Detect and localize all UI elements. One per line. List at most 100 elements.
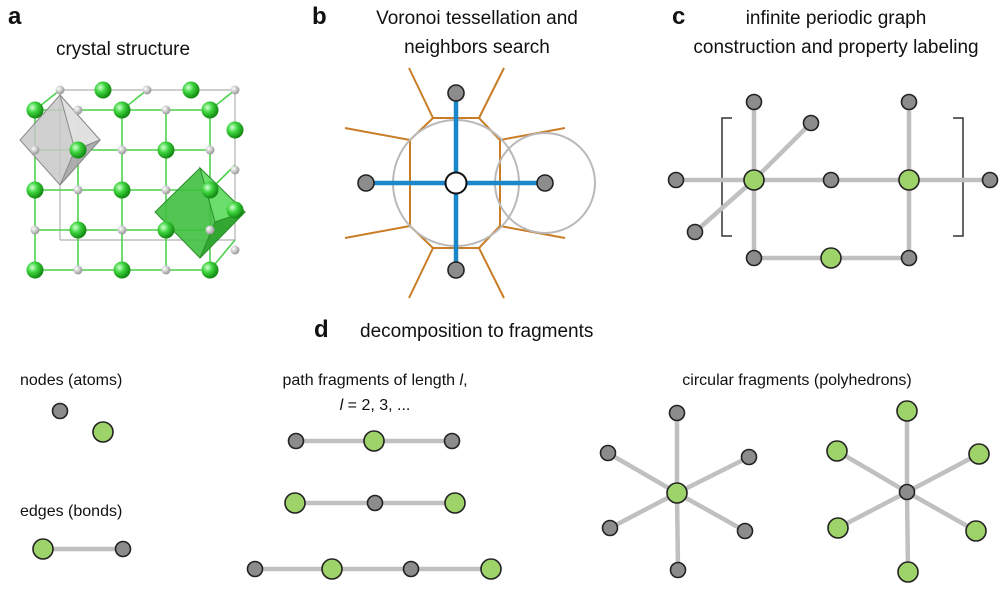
- graph-node-green: [820, 247, 842, 269]
- panel-c-title-line1: infinite periodic graph: [746, 8, 927, 29]
- path-fragment-length-2-a: [287, 430, 461, 452]
- path-caption-line2-l: l: [340, 397, 344, 414]
- crystal-gray-atom: [55, 85, 65, 95]
- neighbor-atom-top: [447, 84, 465, 102]
- crystal-gray-atom: [205, 145, 215, 155]
- panel-d-letter: d: [314, 316, 329, 343]
- panel-c-title-line2: construction and property labeling: [693, 37, 978, 58]
- path-node-green: [363, 430, 385, 452]
- voronoi-diagram: [344, 67, 596, 299]
- legend-edge-green-node: [32, 538, 54, 560]
- crystal-gray-atom: [142, 85, 152, 95]
- neighbor-atom-bottom: [447, 261, 465, 279]
- crystal-gray-atom: [117, 145, 127, 155]
- panel-a-letter: a: [8, 3, 22, 30]
- crystal-green-atom: [69, 141, 87, 159]
- path-node-green: [284, 492, 306, 514]
- crystal-green-atom: [26, 261, 44, 279]
- crystal-gray-atom: [73, 185, 83, 195]
- polyhedron-node: [668, 404, 686, 422]
- polyhedron-node-green: [897, 561, 919, 583]
- crystal-gray-atom: [73, 105, 83, 115]
- path-fragments: path fragments of length l, l = 2, 3, ..…: [246, 372, 502, 580]
- crystal-gray-atom: [161, 105, 171, 115]
- path-caption-line2-rest: = 2, 3, ...: [343, 397, 410, 414]
- crystal-green-atom: [26, 101, 44, 119]
- polyhedron-node-green: [827, 517, 849, 539]
- panel-b-title-line2: neighbors search: [404, 37, 550, 58]
- crystal-gray-atom: [230, 245, 240, 255]
- circular-caption: circular fragments (polyhedrons): [682, 372, 911, 389]
- polyhedron-node: [740, 448, 758, 466]
- circular-fragments: circular fragments (polyhedrons): [599, 372, 990, 583]
- legend-green-node: [92, 421, 114, 443]
- path-node: [402, 560, 420, 578]
- crystal-green-atom: [201, 181, 219, 199]
- left-bracket: [721, 117, 732, 237]
- crystal-gray-atom: [117, 225, 127, 235]
- polyhedron-node: [736, 522, 754, 540]
- crystal-green-atom: [69, 221, 87, 239]
- polyhedron-fragment-gray-center: [826, 400, 990, 583]
- path-caption-l: l: [460, 372, 464, 389]
- polyhedron-node-green: [968, 443, 990, 465]
- crystal-gray-atom: [73, 265, 83, 275]
- crystal-gray-atom: [161, 265, 171, 275]
- graph-node: [981, 171, 999, 189]
- graph-node: [802, 114, 820, 132]
- graph-node: [900, 93, 918, 111]
- crystal-green-atom: [226, 121, 244, 139]
- voronoi-edges: [344, 67, 566, 299]
- crystal-gray-atom: [30, 145, 40, 155]
- crystal-green-atom: [113, 181, 131, 199]
- polyhedron-node-green: [896, 400, 918, 422]
- crystal-green-atom: [201, 101, 219, 119]
- periodic-graph: [667, 93, 999, 269]
- polyhedron-center-green: [666, 482, 688, 504]
- path-node-green: [480, 558, 502, 580]
- neighbor-atom-left: [357, 174, 375, 192]
- crystal-green-atom: [26, 181, 44, 199]
- crystal-green-atoms: [26, 81, 244, 279]
- graph-node: [667, 171, 685, 189]
- gray-octahedron: [19, 94, 101, 186]
- graph-node: [745, 249, 763, 267]
- graph-node: [822, 171, 840, 189]
- crystal-gray-atoms: [30, 85, 240, 275]
- crystal-gray-atom: [30, 225, 40, 235]
- polyhedron-node: [669, 561, 687, 579]
- crystal-gray-atom: [230, 85, 240, 95]
- crystal-green-atom: [157, 221, 175, 239]
- neighbor-atom-right: [536, 174, 554, 192]
- panel-b: b Voronoi tessellation and neighbors sea…: [312, 3, 596, 299]
- path-node: [366, 494, 384, 512]
- panel-b-title-line1: Voronoi tessellation and: [376, 8, 578, 29]
- crystal-green-atom: [226, 201, 244, 219]
- path-node-green: [321, 558, 343, 580]
- crystal-green-atom: [201, 261, 219, 279]
- graph-nodes: [667, 93, 999, 269]
- panel-c: c infinite periodic graph construction a…: [667, 3, 999, 269]
- polyhedron-node: [601, 519, 619, 537]
- crystal-green-atom: [113, 261, 131, 279]
- legend-gray-node: [51, 402, 69, 420]
- path-node: [443, 432, 461, 450]
- edges-legend: edges (bonds): [20, 503, 132, 560]
- path-caption-comma: ,: [463, 372, 467, 389]
- crystal-gray-atom: [205, 225, 215, 235]
- graph-node: [745, 93, 763, 111]
- panel-a: a crystal structure: [8, 3, 246, 279]
- panel-c-letter: c: [672, 3, 685, 30]
- panel-a-title: crystal structure: [56, 39, 190, 60]
- panel-d-title: decomposition to fragments: [360, 321, 593, 342]
- central-atom: [444, 171, 468, 195]
- graph-node-green: [743, 169, 765, 191]
- graph-node: [900, 249, 918, 267]
- polyhedron-center-gray: [898, 483, 916, 501]
- crystal-green-atom: [157, 141, 175, 159]
- nodes-legend: nodes (atoms): [20, 372, 122, 443]
- graph-node-green: [898, 169, 920, 191]
- path-caption-line2: l = 2, 3, ...: [340, 397, 411, 414]
- nodes-caption: nodes (atoms): [20, 372, 122, 389]
- crystal-green-atom: [113, 101, 131, 119]
